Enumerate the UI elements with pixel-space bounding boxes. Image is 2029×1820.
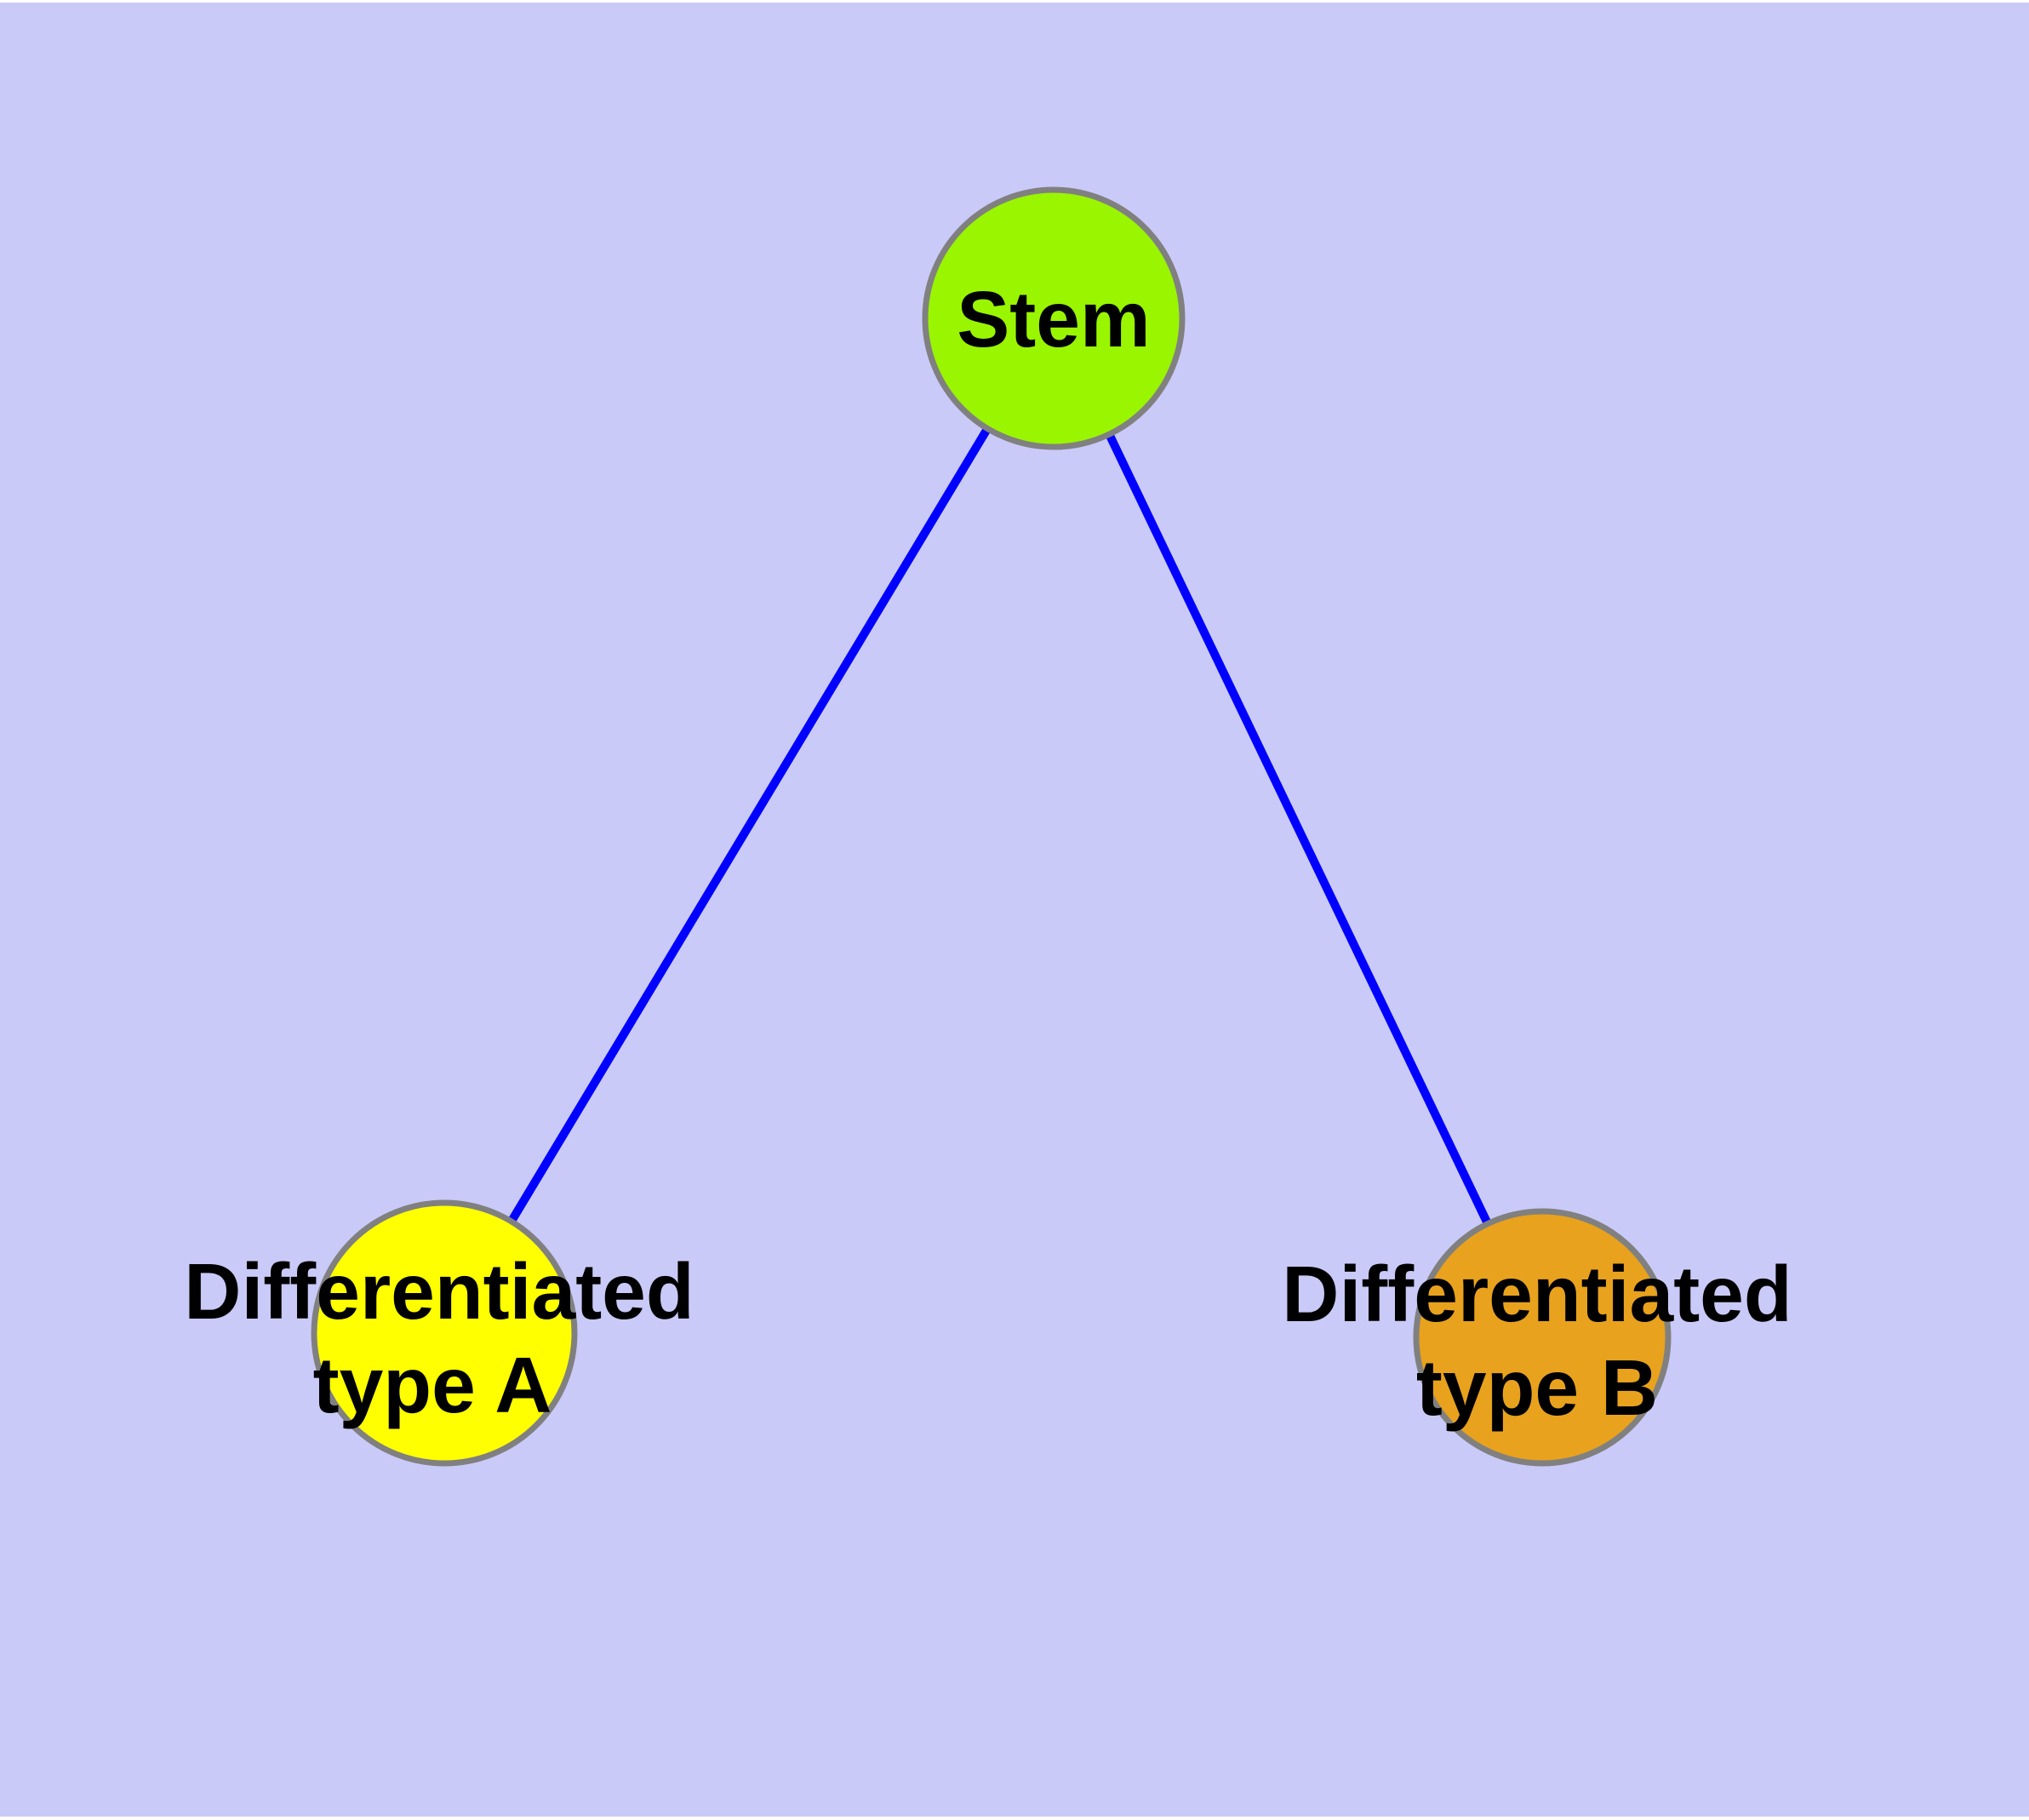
type-b-node: Differentiated type B [1282,1208,1792,1467]
type-a-node: Differentiated type A [184,1199,694,1467]
stem-node-circle [922,186,1186,450]
type-a-node-label-line2: type A [313,1341,552,1429]
stem-node-label: Stem [957,275,1150,363]
edge-stem-to-type-b [1049,314,1546,1342]
edge-stem-to-type-a [440,314,1058,1337]
type-b-node-circle [1413,1208,1672,1467]
type-a-node-circle [311,1199,578,1467]
type-b-node-label-line1: Differentiated [1282,1250,1792,1338]
type-b-node-label-line2: type B [1416,1343,1658,1432]
type-a-node-label-line1: Differentiated [184,1247,694,1336]
stem-node: Stem [922,186,1186,450]
